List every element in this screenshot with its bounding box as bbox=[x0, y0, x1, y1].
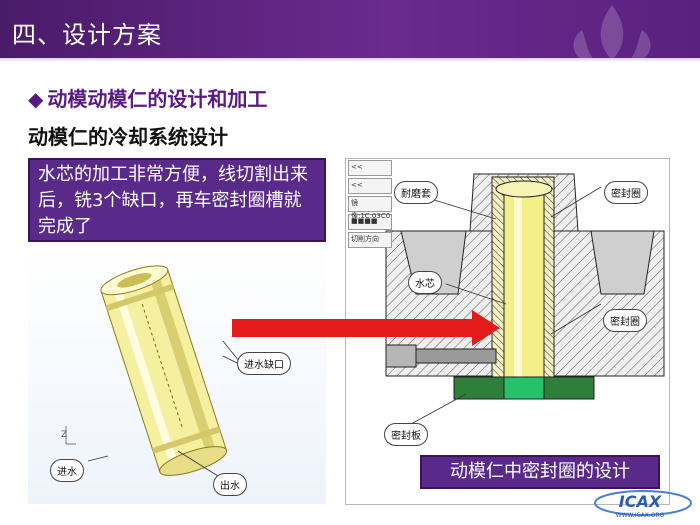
cad-menu-item[interactable]: 切削方向 bbox=[348, 232, 392, 248]
cad-menu-item[interactable]: ■■■■ bbox=[348, 214, 392, 230]
water-out-label: 出水 bbox=[213, 473, 247, 496]
seal-ring-mid-label: 密封圈 bbox=[603, 309, 647, 332]
wear-sleeve-label: 耐磨套 bbox=[394, 181, 438, 204]
header-shadow bbox=[0, 58, 700, 62]
axis-z-label: Z bbox=[61, 430, 68, 440]
section-view-figure: 耐磨套 密封圈 水芯 密封圈 密封板 bbox=[345, 158, 670, 505]
slide-subtitle: ◆动模动模仁的设计和加工 bbox=[28, 83, 267, 112]
logo-url-text: WWW.ICAX.ORG bbox=[616, 512, 665, 519]
red-arrow-icon bbox=[232, 310, 500, 346]
fleur-de-lis-watermark bbox=[573, 5, 651, 70]
water-core-drawing bbox=[65, 265, 244, 477]
water-core-label: 水芯 bbox=[408, 271, 442, 294]
header-bar: 四、设计方案 bbox=[0, 0, 700, 70]
water-core-figure: 进水缺口 进水 出水 Z bbox=[28, 246, 326, 504]
page-title: 四、设计方案 bbox=[12, 21, 162, 49]
subtitle-text: 动模动模仁的设计和加工 bbox=[47, 87, 268, 111]
figure-caption: 动模仁中密封圈的设计 bbox=[420, 455, 660, 489]
section-heading: 动模仁的冷却系统设计 bbox=[28, 125, 228, 149]
section-view-drawing bbox=[385, 173, 665, 425]
cad-menu-strip: << << 镜像:1C.03C0 ■■■■ 切削方向 bbox=[348, 160, 392, 250]
cad-menu-item[interactable]: << bbox=[348, 178, 392, 194]
water-in-label: 进水 bbox=[50, 459, 84, 482]
cad-menu-item[interactable]: << bbox=[348, 160, 392, 176]
callout-box: 水芯的加工非常方便，线切割出来后，铣3个缺口，再车密封圈槽就完成了 bbox=[28, 158, 326, 242]
seal-ring-top-label: 密封圈 bbox=[604, 181, 648, 204]
seal-plate-label: 密封板 bbox=[384, 423, 428, 446]
diamond-bullet-icon: ◆ bbox=[28, 87, 44, 111]
icax-logo: ICAX WWW.ICAX.ORG bbox=[594, 490, 692, 519]
inlet-notch-label: 进水缺口 bbox=[237, 352, 291, 375]
logo-text: ICAX bbox=[619, 492, 662, 511]
cad-menu-item[interactable]: 镜像:1C.03C0 bbox=[348, 196, 392, 220]
